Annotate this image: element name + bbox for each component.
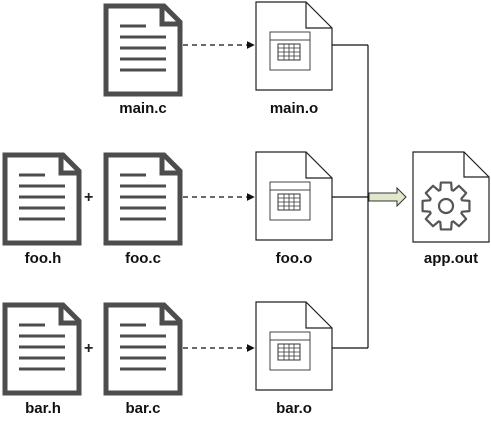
main-o-label: main.o xyxy=(269,100,319,117)
bar-h-file-icon xyxy=(5,305,79,393)
main-c-label: main.c xyxy=(119,100,167,117)
bar-c-label: bar.c xyxy=(125,400,161,417)
bar-o-label: bar.o xyxy=(276,400,312,417)
foo-h-label: foo.h xyxy=(24,250,62,267)
plus-sign-foo: + xyxy=(84,189,94,206)
foo-c-file-icon xyxy=(106,155,180,243)
plus-sign-bar: + xyxy=(84,340,94,357)
foo-o-label: foo.o xyxy=(275,250,313,267)
foo-h-file-icon xyxy=(5,155,79,243)
bar-o-file-icon xyxy=(255,301,333,391)
foo-c-label: foo.c xyxy=(125,250,161,267)
main-c-file-icon xyxy=(106,6,180,94)
bar-c-file-icon xyxy=(106,305,180,393)
main-o-file-icon xyxy=(255,1,333,91)
gear-icon xyxy=(421,181,471,231)
link-connector xyxy=(332,44,369,349)
foo-o-file-icon xyxy=(255,151,333,241)
link-arrow xyxy=(368,186,407,208)
gear-hub xyxy=(437,197,455,215)
bar-h-label: bar.h xyxy=(25,400,61,417)
app-out-label: app.out xyxy=(423,250,479,267)
